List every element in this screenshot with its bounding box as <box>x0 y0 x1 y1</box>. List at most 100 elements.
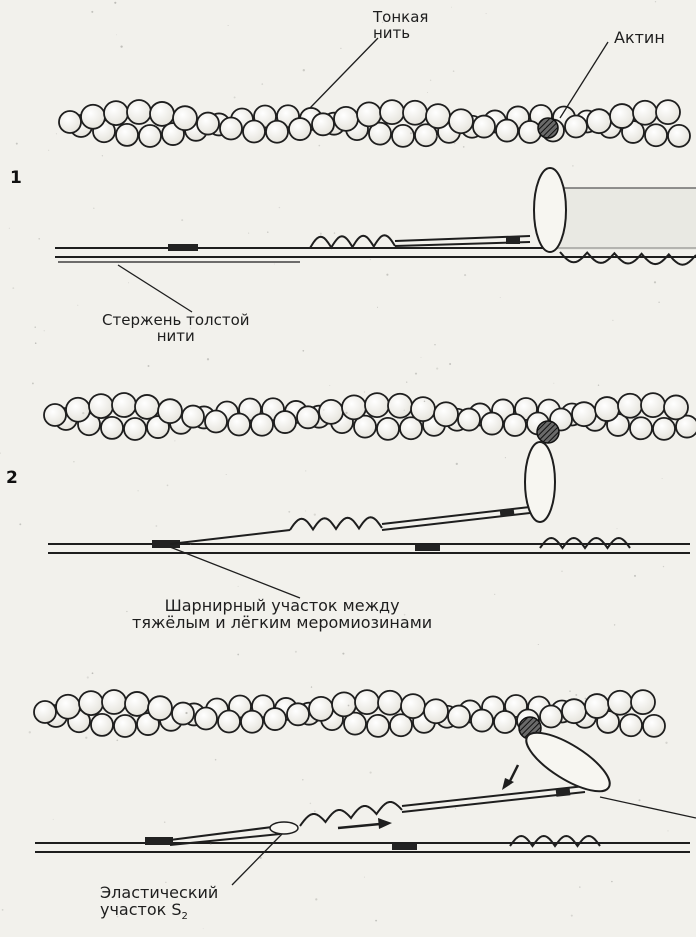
actin-monomer <box>585 694 609 718</box>
speckle-dot <box>174 440 175 441</box>
speckle-dot <box>569 690 571 692</box>
actin-monomer <box>297 406 319 428</box>
speckle-dot <box>56 133 57 134</box>
speckle-dot <box>70 421 72 423</box>
speckle-dot <box>370 772 372 774</box>
actin-monomer <box>562 699 586 723</box>
speckle-dot <box>340 48 341 49</box>
speckle-dot <box>434 344 435 345</box>
actin-monomer <box>481 413 503 435</box>
hinge-label-line2: тяжёлым и лёгким меромиозинами <box>132 615 432 632</box>
speckle-dot <box>288 511 290 513</box>
speckle-dot <box>215 759 217 761</box>
actin-monomer <box>79 691 103 715</box>
actin-monomer <box>124 418 146 440</box>
speckle-dot <box>463 146 465 148</box>
speckle-dot <box>319 145 321 147</box>
speckle-dot <box>345 412 347 414</box>
speckle-dot <box>410 132 412 134</box>
elastic-label-line2: участок S2 <box>100 902 218 923</box>
speckle-dot <box>302 350 304 352</box>
speckle-dot <box>303 69 305 71</box>
actin-monomer <box>274 411 296 433</box>
elastic-leader-line <box>232 834 282 885</box>
elastic-s2-region <box>270 822 298 834</box>
actin-monomer <box>620 714 642 736</box>
speckle-dot <box>116 739 118 741</box>
speckle-dot <box>12 287 14 289</box>
actin-monomer <box>34 701 56 723</box>
actin-monomer <box>473 116 495 138</box>
actin-monomer <box>150 102 174 126</box>
actin-monomer <box>424 699 448 723</box>
speckle-dot <box>435 135 437 137</box>
thin-filament-1 <box>59 100 690 147</box>
speckle-dot <box>32 382 34 384</box>
actin-monomer <box>102 690 126 714</box>
speckle-dot <box>310 803 312 805</box>
speckle-dot <box>538 644 539 645</box>
actin-monomer <box>434 402 458 426</box>
speckle-dot <box>449 363 451 365</box>
actin-monomer <box>173 106 197 130</box>
speckle-dot <box>464 274 466 276</box>
actin-monomer <box>504 414 526 436</box>
actin-monomer <box>377 418 399 440</box>
actin-monomer <box>342 395 366 419</box>
speckle-dot <box>311 686 312 687</box>
thin-filament-label: Тонкая нить <box>373 10 428 42</box>
speckle-dot <box>116 34 117 35</box>
speckle-dot <box>260 857 262 859</box>
speckle-dot <box>364 877 365 878</box>
actin-monomer <box>565 115 587 137</box>
actin-monomer <box>114 715 136 737</box>
actin-monomer <box>59 111 81 133</box>
speckle-dot <box>334 232 335 233</box>
actin-monomer <box>449 109 473 133</box>
actin-monomer <box>380 100 404 124</box>
actin-monomer <box>104 101 128 125</box>
speckle-dot <box>383 527 384 528</box>
speckle-dot <box>314 810 316 812</box>
speckle-dot <box>77 305 78 306</box>
actin-monomer <box>494 711 516 733</box>
speckle-dot <box>424 401 426 403</box>
speckle-dot <box>338 521 339 522</box>
actin-monomer <box>251 414 273 436</box>
speckle-dot <box>575 694 577 696</box>
speckle-dot <box>19 523 21 525</box>
actin-monomer <box>645 124 667 146</box>
speckle-dot <box>228 25 229 26</box>
actin-monomer <box>127 100 151 124</box>
speckle-dot <box>82 412 84 414</box>
speckle-dot <box>0 452 1 454</box>
panel-number-1: 1 <box>10 168 22 188</box>
actin-monomer <box>220 118 242 140</box>
actin-monomer <box>641 393 665 417</box>
speckle-dot <box>430 80 431 81</box>
actin-binding-site-1 <box>538 118 558 138</box>
speckle-dot <box>639 799 641 801</box>
actin-monomer <box>182 406 204 428</box>
speckle-dot <box>274 264 275 265</box>
speckle-dot <box>406 381 407 382</box>
speckle-dot <box>572 165 573 166</box>
speckle-dot <box>73 461 74 462</box>
speckle-dot <box>137 490 138 491</box>
actin-monomer <box>630 417 652 439</box>
hinge-label: Шарнирный участок между тяжёлым и лёгким… <box>132 598 432 632</box>
actin-monomer <box>101 417 123 439</box>
actin-monomer <box>158 399 182 423</box>
actin-monomer <box>458 409 480 431</box>
head-leader-line <box>600 797 696 818</box>
speckle-dot <box>561 570 563 572</box>
rod-label: Стержень толстой нити <box>102 313 250 345</box>
panel-number-2: 2 <box>6 468 18 488</box>
actin-monomer <box>205 411 227 433</box>
actin-monomer <box>228 414 250 436</box>
actin-monomer <box>631 690 655 714</box>
actin-monomer <box>91 714 113 736</box>
actin-monomer <box>653 418 675 440</box>
actin-monomer <box>618 394 642 418</box>
actin-monomer <box>496 120 518 142</box>
